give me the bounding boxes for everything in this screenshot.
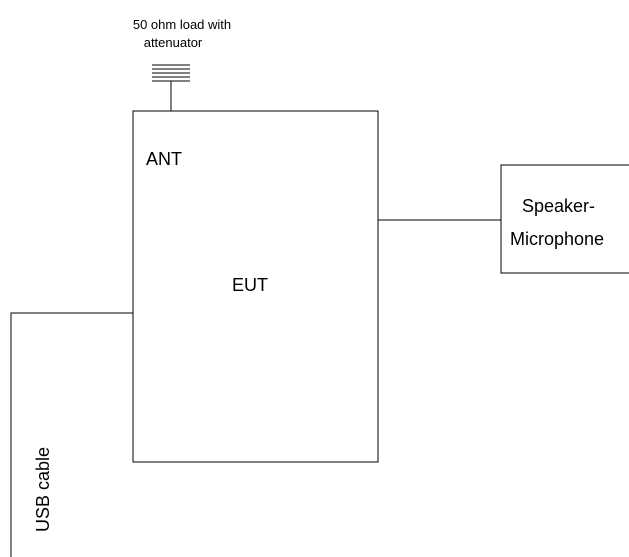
load-label-line1: 50 ohm load with [133,17,231,32]
load-label-line2: attenuator [144,35,203,50]
usb-cable-label: USB cable [33,447,53,532]
speaker-label-line1: Speaker- [522,196,595,216]
antenna-label: ANT [146,149,182,169]
speaker-label-line2: Microphone [510,229,604,249]
load-symbol [152,64,190,82]
eut-box [132,110,379,463]
speaker-microphone-box [500,164,629,274]
eut-label: EUT [232,275,268,295]
usb-cable-line [10,312,133,557]
